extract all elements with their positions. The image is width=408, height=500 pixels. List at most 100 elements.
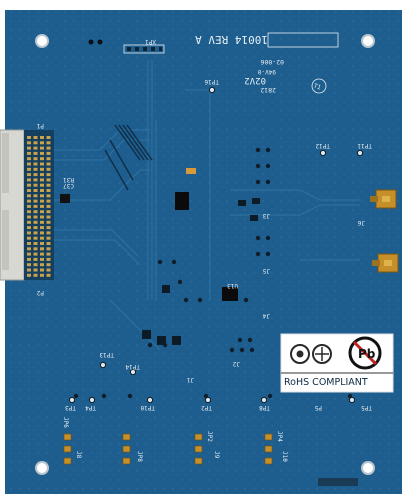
svg-text:2812: 2812 [260, 86, 276, 94]
via [177, 279, 183, 285]
svg-text:Pb: Pb [358, 347, 376, 361]
connector-pin [33, 162, 38, 166]
connector-pin [40, 194, 44, 198]
svg-text:J3: J3 [262, 212, 270, 219]
rohs-box: Pb RoHS COMPLIANT [280, 333, 394, 393]
via [255, 235, 261, 241]
connector-pin [27, 273, 31, 277]
mounting-holes [35, 34, 375, 475]
connector-pin [40, 204, 44, 208]
part-number-label: 10014 REV A [195, 32, 339, 48]
svg-text:R31: R31 [63, 176, 74, 183]
connector-pin [27, 220, 31, 224]
connector-pin [33, 151, 38, 155]
connector-pin [33, 178, 38, 182]
connector-pin [27, 183, 31, 187]
via [265, 251, 271, 257]
connector-pin [46, 189, 51, 192]
svg-text:J9: J9 [213, 451, 220, 459]
connector-pin [27, 178, 31, 182]
recycle-icon [290, 344, 310, 364]
connector-pin [27, 167, 31, 171]
connector-pin [27, 151, 31, 155]
svg-text:J6: J6 [357, 219, 365, 226]
components [60, 168, 260, 345]
test-point [319, 149, 327, 157]
connector-pin [33, 146, 38, 150]
connector-pin [40, 173, 44, 177]
rotated-silkscreen: 2812 02V2 94V-0 02-006 [244, 58, 284, 94]
connector-pin [40, 157, 44, 161]
connector-pin [40, 141, 44, 145]
connector-pin [33, 263, 38, 267]
test-point [99, 361, 107, 369]
connector-pin [27, 236, 31, 240]
connector-pin [27, 199, 31, 203]
connector-pin [27, 194, 31, 198]
connector-pin [40, 263, 44, 267]
connector-pin [27, 231, 31, 235]
connector-pin [33, 215, 38, 219]
svg-text:JP8: JP8 [136, 451, 143, 462]
connector-pin [40, 210, 44, 214]
connector-pin [46, 226, 51, 230]
connector-pin [46, 257, 51, 261]
connector-pin [33, 199, 38, 203]
connector-pin [46, 268, 51, 272]
earth-icon [312, 344, 332, 364]
silkscreen-labels: XP1 TP16 TP12 TP11 P1 P2 C37 R31 J6 J5 J… [36, 38, 372, 462]
pcb-traces [54, 60, 360, 351]
connector-pin [33, 173, 38, 177]
connector-pin [46, 263, 51, 267]
test-point [204, 396, 212, 404]
test-point [208, 86, 216, 94]
connector-pin [27, 189, 31, 192]
connector-pin [40, 167, 44, 171]
connector-pin [46, 173, 51, 177]
via [197, 297, 203, 303]
connector-pin [46, 151, 51, 155]
connector-pin [27, 204, 31, 208]
connector-pin [27, 247, 31, 251]
test-point [129, 368, 137, 376]
connector-pin [27, 157, 31, 161]
connector-pin [46, 141, 51, 145]
connector-pin [33, 273, 38, 277]
connector-pin [40, 215, 44, 219]
connector-pin [40, 231, 44, 235]
connector-pin [33, 183, 38, 187]
connector-pin [33, 247, 38, 251]
connector-pin [33, 220, 38, 224]
via [101, 393, 107, 399]
connector-pin [40, 189, 44, 192]
connector-pin [40, 252, 44, 256]
connector-pin [40, 199, 44, 203]
connector-pin [33, 204, 38, 208]
svg-text:T1: T1 [313, 82, 323, 91]
svg-text:TP3: TP3 [65, 404, 76, 411]
svg-text:02V2: 02V2 [244, 75, 266, 85]
rohs-compliant-text: RoHS COMPLIANT [284, 377, 368, 388]
svg-text:J5: J5 [262, 267, 270, 274]
connector-pin [40, 247, 44, 251]
via [183, 297, 189, 303]
connector-pin [46, 183, 51, 187]
connector-pin [40, 220, 44, 224]
connector-pin [46, 220, 51, 224]
via [157, 259, 163, 265]
svg-text:TP13: TP13 [99, 351, 114, 358]
connector-pin [27, 141, 31, 145]
via [255, 163, 261, 169]
connector-pin [46, 242, 51, 245]
via [267, 393, 273, 399]
via [247, 337, 253, 343]
svg-text:JP2: JP2 [206, 431, 213, 442]
connector-pin [46, 236, 51, 240]
connector-pin [27, 226, 31, 230]
connector-pin [27, 257, 31, 261]
connector-pin [33, 252, 38, 256]
svg-text:C37: C37 [63, 182, 74, 189]
svg-text:TP12: TP12 [315, 142, 330, 149]
connector-pin [33, 226, 38, 230]
svg-text:02-006: 02-006 [260, 58, 284, 66]
